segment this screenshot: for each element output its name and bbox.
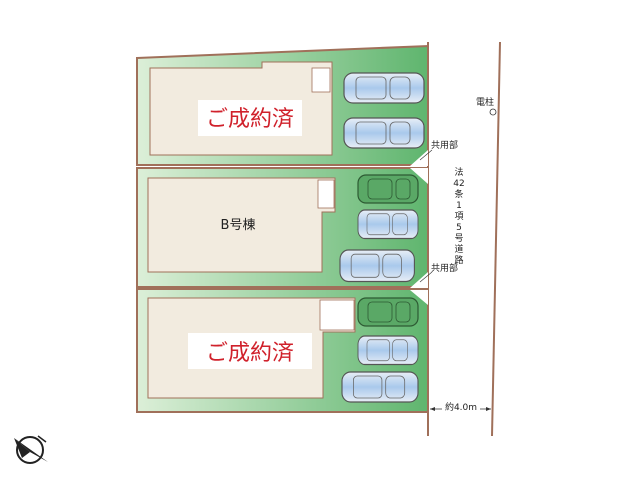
lot-c: ご成約済 [136,288,429,413]
road-width-dimension: 約4.0m [430,401,491,413]
lot-b-label: B号棟 [221,218,256,233]
car-icon [339,249,416,283]
utility-pole-icon [489,108,497,116]
road-right-edge [491,41,501,437]
svg-text:路: 路 [454,254,463,266]
car-icon [343,72,425,104]
lot-b: B号棟 [136,167,429,288]
svg-text:項: 項 [454,211,463,222]
svg-text:約4.0m: 約4.0m [445,401,477,413]
svg-text:1: 1 [456,201,462,211]
lot-a: ご成約済 [136,44,429,166]
car-icon [357,297,419,327]
svg-text:5: 5 [456,223,462,233]
svg-text:号: 号 [454,233,463,244]
car-icon [357,335,419,366]
pole-label: 電柱 [476,96,494,108]
shared-area-label: 共用部 [431,262,458,274]
svg-text:道: 道 [454,243,463,255]
car-icon [357,174,419,204]
lot-c-status: ご成約済 [206,341,294,366]
shared-area-2 [410,272,428,288]
svg-text:条: 条 [454,188,463,200]
shared-area-label: 共用部 [431,139,458,151]
road-label: 法 42 条 1 項 5 号 道 路 [453,166,464,266]
car-icon [357,209,419,240]
car-icon [343,117,425,149]
svg-text:42: 42 [453,179,464,189]
north-arrow-icon [14,435,48,464]
shared-area-1 [410,150,428,166]
svg-text:法: 法 [454,166,463,178]
lot-a-status: ご成約済 [206,107,294,132]
car-icon [341,371,419,403]
